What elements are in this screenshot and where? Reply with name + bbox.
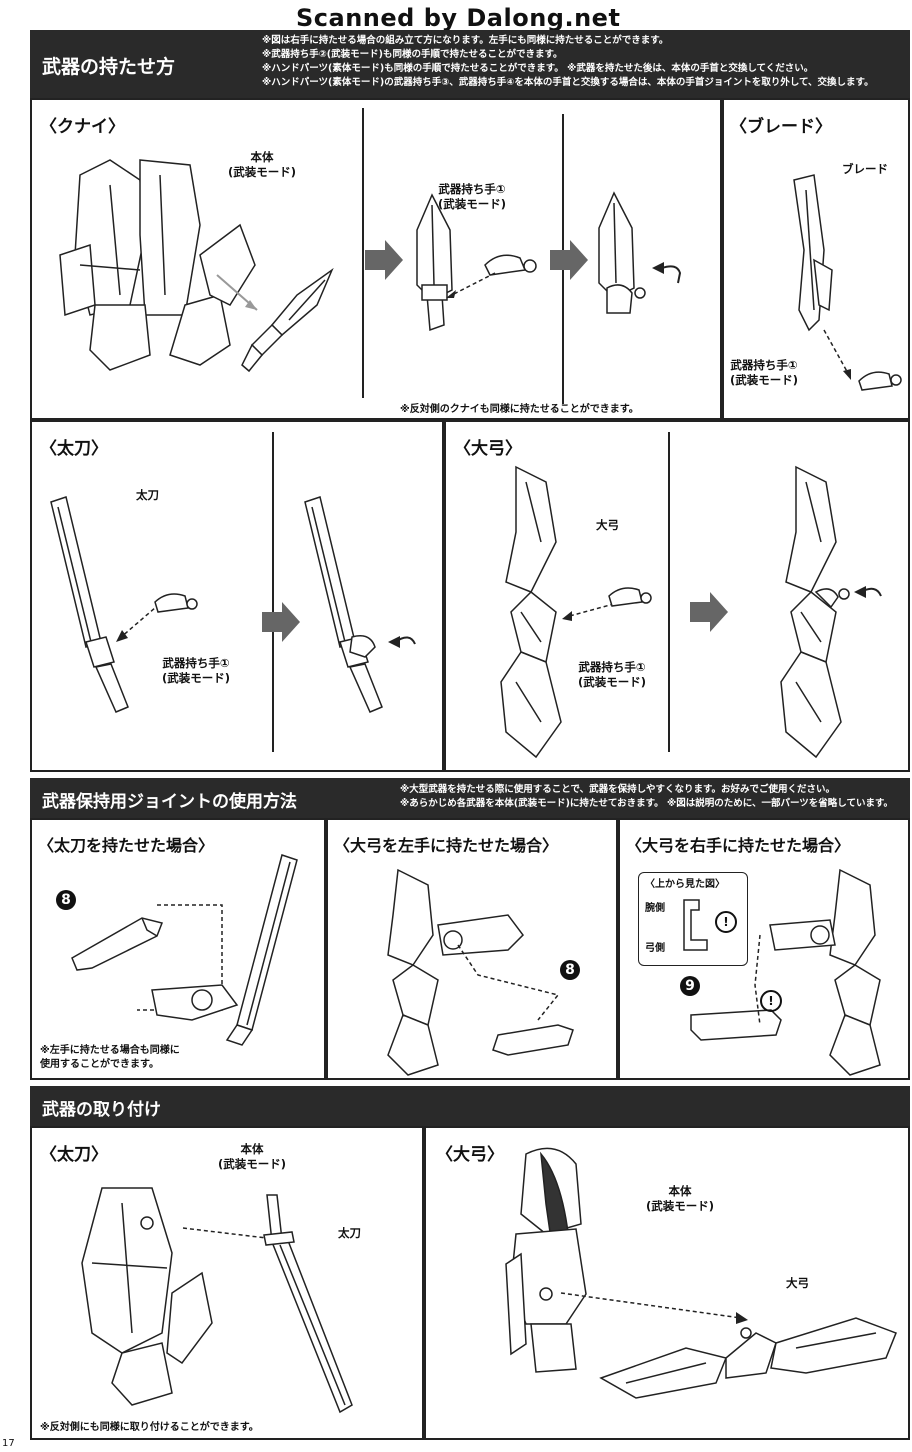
tachi-title: 〈太刀〉 [40,439,108,459]
step-arrow [550,240,588,280]
tachi-label: 太刀 [338,1226,361,1240]
bow-left-illustration [387,868,574,1076]
tachi-illustration [263,1194,353,1414]
daikyu-panel: 〈大弓〉 大弓 武器持ち手① (武装モード) [444,420,910,772]
kunai-note: ※反対側のクナイも同様に持たせることができます。 [400,404,639,415]
warning-mark: ! [760,990,782,1012]
hand-label: 武器持ち手① (武装モード) [578,660,647,689]
kunai-title: 〈クナイ〉 [40,117,125,137]
section-header-weapon-holding: 武器の持たせ方 ※図は右手に持たせる場合の組み立て方になります。左手にも同様に持… [30,30,910,98]
bow-label: 大弓 [786,1276,809,1290]
part-number-8: 8 [560,960,580,980]
figure-illustration [505,1147,587,1373]
body-illustration [81,1187,213,1406]
hand-part [484,254,537,276]
hand-label: 武器持ち手① (武装モード) [730,358,799,387]
inset-title: 〈上から見た図〉 [645,879,725,890]
step-arrow [262,602,300,642]
hand-label: 武器持ち手① (武装モード) [438,182,507,211]
mount-tachi-note: ※反対側にも同様に取り付けることができます。 [40,1422,259,1433]
part-number-9: 9 [680,976,700,996]
bow-illustration [500,465,562,759]
blade-title: 〈ブレード〉 [730,117,832,137]
daikyu-title: 〈大弓〉 [454,439,522,459]
bow-label: 大弓 [596,518,619,532]
mount-tachi-title: 〈太刀〉 [40,1145,108,1165]
assembled-kunai [598,191,682,314]
blade-illustration [793,174,833,332]
joint-part [71,917,164,971]
hand-label: 武器持ち手① (武装モード) [162,656,231,685]
section-notes: ※図は右手に持たせる場合の組み立て方になります。左手にも同様に持たせることができ… [262,35,874,88]
assembled-bow [780,465,882,759]
section-header-weapon-mount: 武器の取り付け [30,1086,910,1126]
section-title: 武器の持たせ方 [42,56,176,78]
body-illustration [59,159,256,371]
bow-right-panel: 〈大弓を右手に持たせた場合〉 〈上から見た図〉 腕側 弓側 ! 9 ! [618,818,910,1080]
dashed-arrow [560,1292,748,1324]
assembled-tachi [304,496,416,713]
warning-mark: ! [715,911,737,933]
blade-panel: 〈ブレード〉 ブレード 武器持ち手① (武装モード) [722,98,910,420]
warning-icon: ! [715,911,737,933]
tachi-label: 太刀 [136,488,159,502]
section-notes: ※大型武器を持たせる際に使用することで、武器を保持しやすくなります。お好みでご使… [400,784,894,809]
hand-part [154,593,198,613]
bow-side-label: 弓側 [645,943,665,954]
mount-daikyu-panel: 〈大弓〉 本体 (武装モード) 大弓 [424,1126,910,1440]
blade-label: ブレード [842,162,888,176]
divider [362,108,364,398]
section-title: 武器保持用ジョイントの使用方法 [42,792,297,812]
tachi-with-hand [151,854,298,1046]
tachi-illustration [50,496,129,713]
body-label: 本体 (武装モード) [228,150,297,179]
tachi-joint-note: ※左手に持たせる場合も同様に 使用することができます。 [40,1045,180,1070]
divider [272,432,274,752]
body-label: 本体 (武装モード) [218,1142,287,1171]
step-arrow [690,592,728,632]
section-title: 武器の取り付け [42,1100,161,1120]
mount-daikyu-title: 〈大弓〉 [436,1145,504,1165]
step-arrow [365,240,403,280]
top-view-inset: 〈上から見た図〉 腕側 弓側 ! [638,872,748,966]
section-header-joint-usage: 武器保持用ジョイントの使用方法 ※大型武器を持たせる際に使用することで、武器を保… [30,778,910,818]
warning-icon: ! [760,990,782,1012]
mount-tachi-panel: 〈太刀〉 本体 (武装モード) 太刀 ※反対側にも同様に取り付けることができます… [30,1126,424,1440]
body-label: 本体 (武装モード) [646,1184,715,1213]
tachi-joint-panel: 〈太刀を持たせた場合〉 8 ※左手に持たせる場合も同様に 使用することができます… [30,818,326,1080]
bow-right-illustration [754,868,881,1076]
dashed-arrow [446,272,496,298]
hand-part [608,587,652,607]
bow-illustration [599,1317,897,1399]
kunai-blade-illustration [416,193,453,332]
kunai-illustration [241,267,334,373]
tachi-panel: 〈太刀〉 太刀 武器持ち手① (武装モード) [30,420,444,772]
insert-arrow [216,274,258,311]
arm-side-label: 腕側 [645,903,665,914]
page-number: 17 [2,1438,15,1449]
bow-left-panel: 〈大弓を左手に持たせた場合〉 8 [326,818,618,1080]
kunai-panel: 〈クナイ〉 本体 (武装モード) [30,98,722,420]
part-number-8: 8 [56,890,76,910]
scan-watermark: Scanned by Dalong.net [296,4,621,32]
divider [668,432,670,752]
bow-right-title: 〈大弓を右手に持たせた場合〉 [626,836,851,855]
hand-part [858,371,902,391]
bow-left-title: 〈大弓を左手に持たせた場合〉 [334,836,559,855]
top-view-part [683,899,708,951]
tachi-joint-title: 〈太刀を持たせた場合〉 [38,836,215,855]
dashed-arrow [823,329,851,380]
